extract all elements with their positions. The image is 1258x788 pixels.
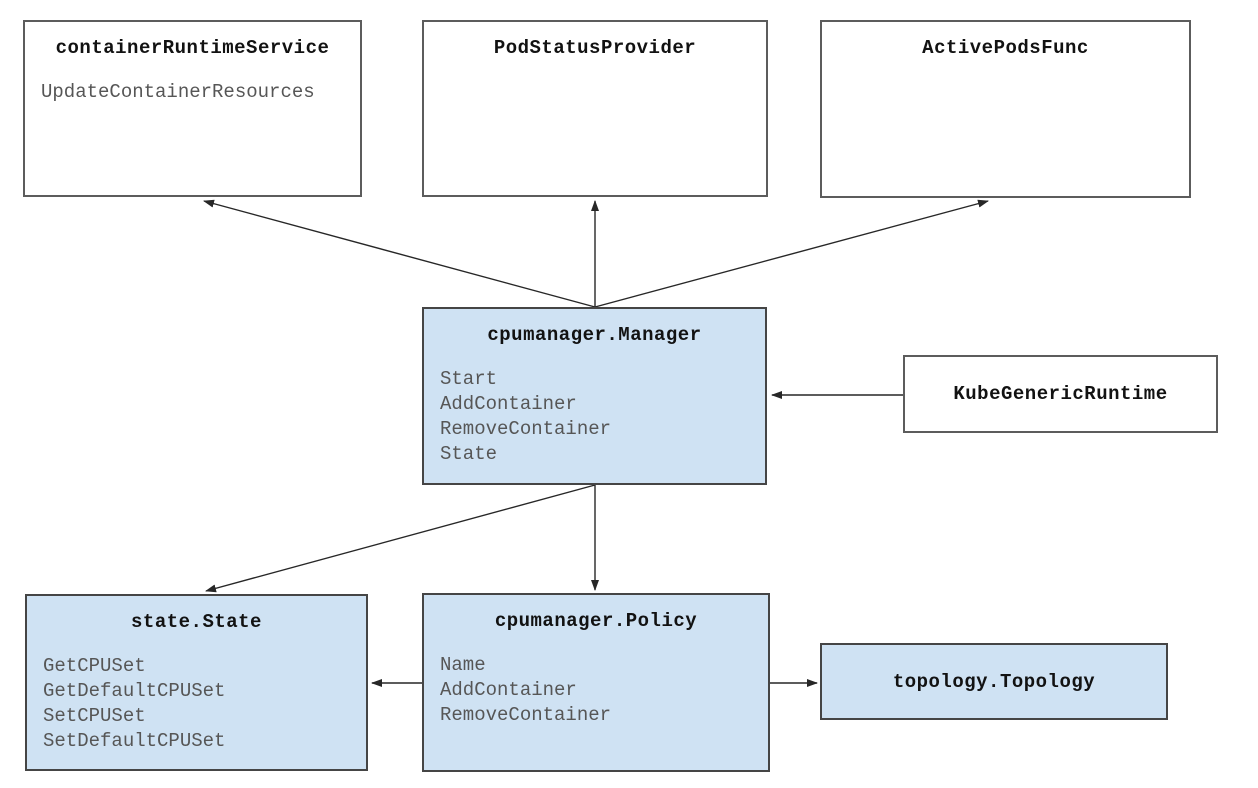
method-label: RemoveContainer — [440, 418, 612, 440]
method-label: GetDefaultCPUSet — [43, 680, 226, 702]
node-cpumanager-policy: cpumanager.Policy Name AddContainer Remo… — [422, 593, 770, 772]
node-title: containerRuntimeService — [55, 37, 330, 59]
method-label: RemoveContainer — [440, 704, 612, 726]
method-label: Start — [440, 368, 498, 390]
node-kube-generic-runtime: KubeGenericRuntime — [903, 355, 1218, 433]
node-state-state: state.State GetCPUSet GetDefaultCPUSet S… — [25, 594, 368, 771]
node-active-pods-func: ActivePodsFunc — [820, 20, 1191, 198]
method-label: AddContainer — [440, 393, 577, 415]
node-title: PodStatusProvider — [493, 37, 697, 59]
method-label: UpdateContainerResources — [41, 81, 315, 103]
method-label: SetCPUSet — [43, 705, 146, 727]
node-title: KubeGenericRuntime — [953, 383, 1168, 405]
node-container-runtime-service: containerRuntimeService UpdateContainerR… — [23, 20, 362, 197]
method-label: Name — [440, 654, 486, 676]
node-pod-status-provider: PodStatusProvider — [422, 20, 768, 197]
node-topology-topology: topology.Topology — [820, 643, 1168, 720]
node-title: state.State — [131, 611, 262, 633]
node-cpumanager-manager: cpumanager.Manager Start AddContainer Re… — [422, 307, 767, 485]
node-title: cpumanager.Policy — [494, 610, 698, 632]
edge-manager-to-state-state — [205, 484, 596, 593]
node-method-list: Start AddContainer RemoveContainer State — [440, 367, 765, 467]
node-title: topology.Topology — [892, 670, 1096, 693]
method-label: SetDefaultCPUSet — [43, 730, 226, 752]
node-method-list: GetCPUSet GetDefaultCPUSet SetCPUSet Set… — [43, 654, 366, 754]
edge-manager-to-container-runtime-service — [203, 199, 596, 308]
node-method-list: Name AddContainer RemoveContainer — [440, 653, 768, 728]
method-label: GetCPUSet — [43, 655, 146, 677]
node-method-list: UpdateContainerResources — [41, 80, 360, 105]
method-label: State — [440, 443, 498, 465]
node-title: ActivePodsFunc — [922, 37, 1089, 59]
node-title: cpumanager.Manager — [487, 324, 702, 346]
edge-manager-to-active-pods-func — [594, 199, 989, 308]
method-label: AddContainer — [440, 679, 577, 701]
